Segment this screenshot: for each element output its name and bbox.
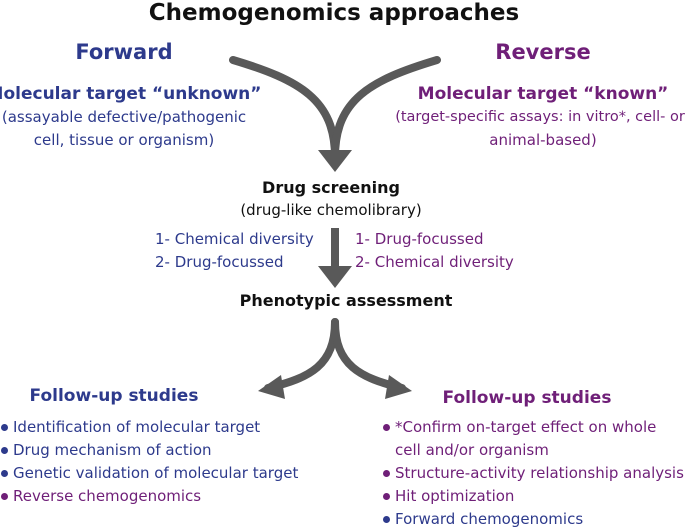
screening-subtitle: (drug-like chemolibrary) xyxy=(240,201,422,219)
list-item: Hit optimization xyxy=(382,485,684,508)
bullet-icon xyxy=(1,424,8,431)
list-item-text: *Confirm on-target effect on whole xyxy=(395,418,657,436)
reverse-merge-arrow xyxy=(331,56,441,161)
bullet-icon xyxy=(383,516,390,523)
list-item: Reverse chemogenomics xyxy=(0,485,298,508)
diagram-title: Chemogenomics approaches xyxy=(148,0,520,26)
phenotypic-assessment: Phenotypic assessment xyxy=(239,291,453,310)
bullet-icon xyxy=(383,493,390,500)
reverse-split-arrowhead xyxy=(385,375,412,399)
reverse-heading: Reverse xyxy=(495,40,591,64)
list-item-text: Drug mechanism of action xyxy=(13,441,212,459)
forward-followup-list: Identification of molecular target Drug … xyxy=(0,416,298,508)
list-item-text: Reverse chemogenomics xyxy=(13,487,202,505)
screening-arrowhead xyxy=(318,150,352,172)
reverse-followup-title: Follow-up studies xyxy=(442,388,612,408)
list-item-text: Identification of molecular target xyxy=(13,418,261,436)
reverse-desc-line2: animal-based) xyxy=(489,131,597,149)
list-item: Forward chemogenomics xyxy=(382,508,684,531)
bullet-icon xyxy=(1,493,8,500)
reverse-target: Molecular target “known” xyxy=(417,84,669,104)
list-item: Genetic validation of molecular target xyxy=(0,462,298,485)
bullet-icon xyxy=(1,447,8,454)
list-item: Structure-activity relationship analysis xyxy=(382,462,684,485)
forward-desc-line1: (assayable defective/pathogenic xyxy=(1,108,247,126)
list-item-text: Genetic validation of molecular target xyxy=(13,464,299,482)
bullet-icon xyxy=(383,424,390,431)
bullet-icon xyxy=(1,470,8,477)
forward-priority-1: 1- Chemical diversity xyxy=(155,230,314,248)
forward-followup-title: Follow-up studies xyxy=(29,386,199,406)
forward-split-arrowhead xyxy=(258,375,285,399)
screening-title: Drug screening xyxy=(262,178,400,197)
reverse-followup-list: *Confirm on-target effect on whole cell … xyxy=(382,416,684,531)
reverse-priority-2: 2- Chemical diversity xyxy=(355,253,514,271)
reverse-priority-1: 1- Drug-focussed xyxy=(355,230,484,248)
list-item: *Confirm on-target effect on whole xyxy=(382,416,684,439)
forward-target: Molecular target “unknown” xyxy=(0,84,262,104)
list-item: Identification of molecular target xyxy=(0,416,298,439)
forward-desc-line2: cell, tissue or organism) xyxy=(33,131,215,149)
phenotypic-arrowhead xyxy=(318,266,352,288)
list-item-text: Structure-activity relationship analysis xyxy=(395,464,684,482)
list-item-text: Forward chemogenomics xyxy=(395,510,584,528)
list-item-continuation: cell and/or organism xyxy=(382,439,684,462)
forward-priority-2: 2- Drug-focussed xyxy=(155,253,284,271)
forward-heading: Forward xyxy=(75,40,173,64)
forward-merge-arrow xyxy=(229,56,339,161)
list-item-text: Hit optimization xyxy=(395,487,515,505)
list-item: Drug mechanism of action xyxy=(0,439,298,462)
reverse-desc-line1: (target-specific assays: in vitro*, cell… xyxy=(395,109,685,125)
list-item-text: cell and/or organism xyxy=(395,441,549,459)
bullet-icon xyxy=(383,470,390,477)
